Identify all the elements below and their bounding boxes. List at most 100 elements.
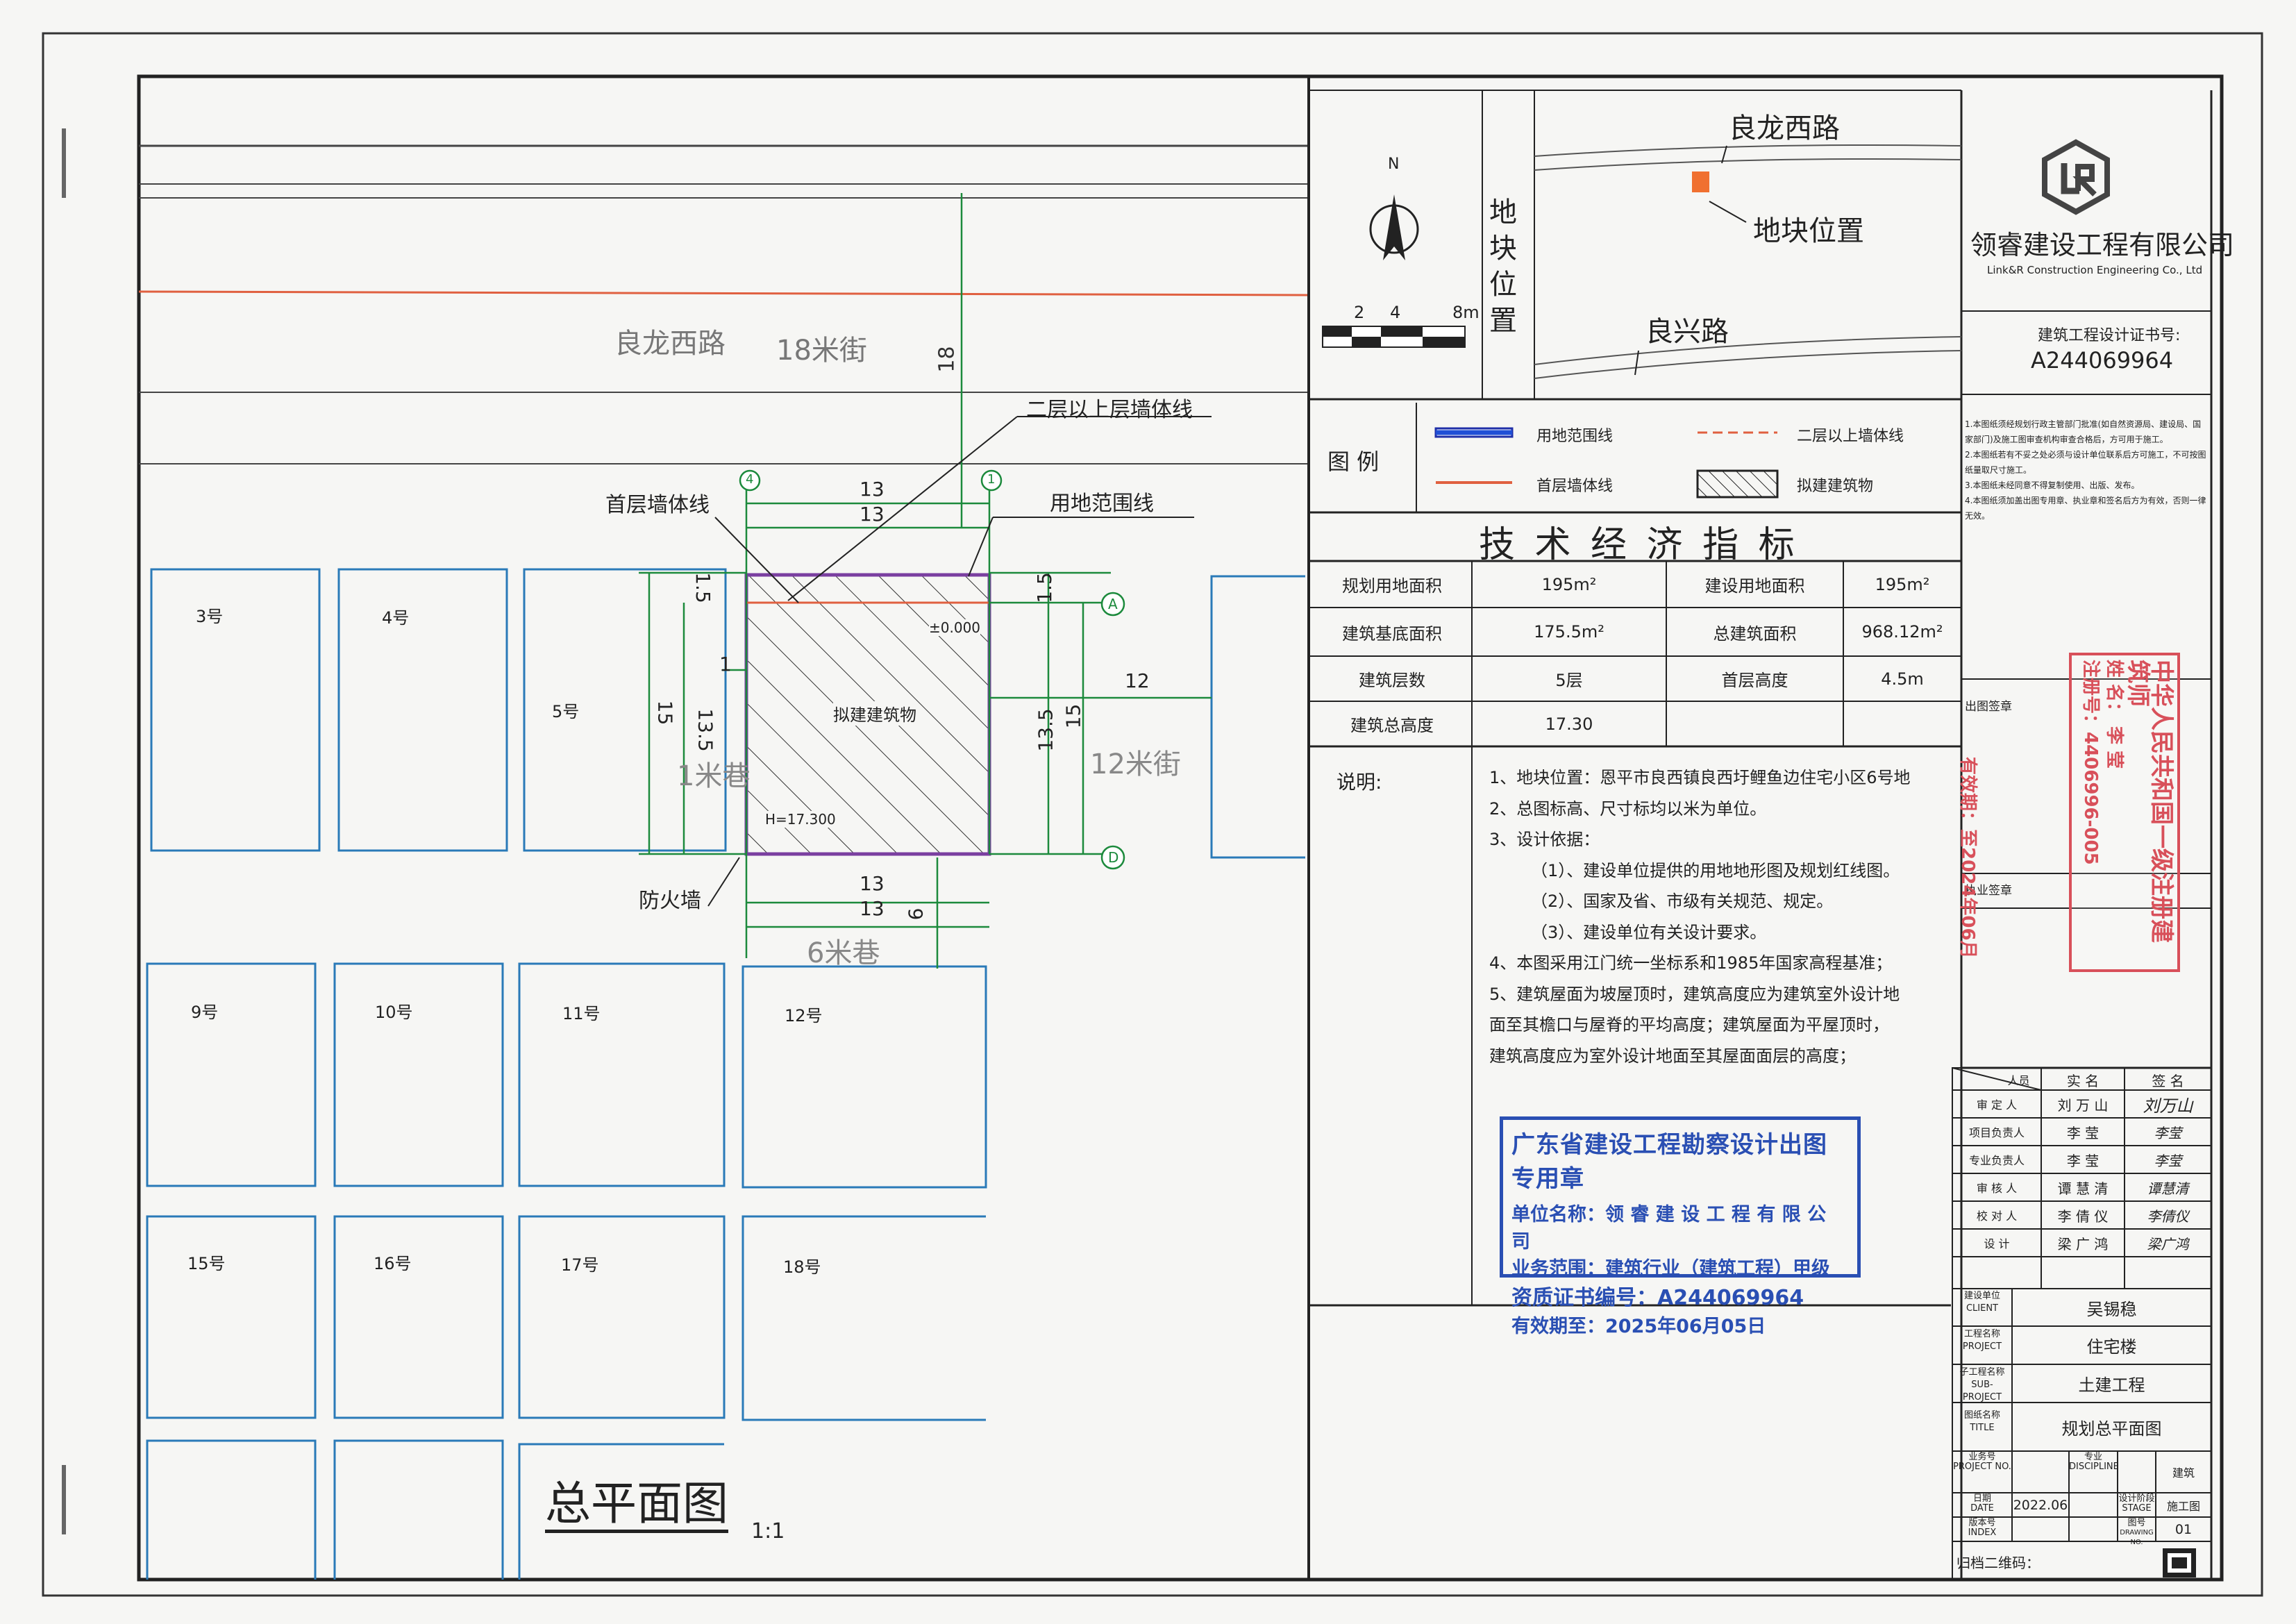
- scale-label: 4: [1390, 303, 1401, 322]
- lane-6m-label: 6米巷: [807, 937, 880, 969]
- site-boundary-label: 用地范围线: [1050, 492, 1154, 516]
- tb-client-label-block: 建设单位 CLIENT: [1963, 1291, 2000, 1314]
- dim-bottom-6: 6: [904, 907, 928, 921]
- tb-projno-label: 业务号 PROJECT NO.: [1953, 1452, 2011, 1472]
- dim-18: 18: [935, 346, 960, 373]
- sig-realname: 李 莹: [2066, 1124, 2100, 1141]
- tech-cell: 175.5m²: [1534, 622, 1604, 642]
- building-height: H=17.300: [765, 811, 836, 828]
- location-road-2: 良兴路: [1645, 316, 1729, 348]
- lot-label: 11号: [562, 1004, 601, 1023]
- tech-cell: 规划用地面积: [1342, 576, 1442, 596]
- tb-stage: 施工图: [2166, 1499, 2200, 1513]
- axis-D: D: [1108, 849, 1119, 866]
- design-seal-stamp: 广东省建设工程勘察设计出图专用章 单位名称：领 睿 建 设 工 程 有 限 公 …: [1500, 1116, 1861, 1337]
- legend-title: 图 例: [1327, 449, 1380, 475]
- sig-realname: 刘 万 山: [2057, 1096, 2109, 1114]
- sig-signature: 李莹: [2154, 1124, 2182, 1141]
- lot-label: 9号: [191, 1003, 219, 1022]
- sig-signature: 梁广鸿: [2147, 1235, 2189, 1253]
- axis-A: A: [1108, 596, 1118, 612]
- tech-cell: 总建筑面积: [1713, 623, 1797, 644]
- dim-left-1: 1: [719, 653, 732, 676]
- lot-label: 5号: [552, 702, 580, 721]
- ground-wall-label: 首层墙体线: [605, 493, 710, 517]
- architect-stamp-validity: 有效期：至2024年06月: [1957, 757, 1978, 959]
- company-notes: 1.本图纸须经规划行政主管部门批准(如自然资源局、建设局、国家部门)及施工图审查…: [1965, 419, 2206, 521]
- legend-item: 拟建建筑物: [1797, 478, 1874, 495]
- building-label: 拟建建筑物: [833, 701, 916, 726]
- tech-cell: 5层: [1555, 671, 1583, 690]
- legend-item: 首层墙体线: [1536, 478, 1614, 495]
- tech-cell: 195m²: [1875, 574, 1930, 594]
- tb-project-label-block: 工程名称 PROJECT: [1962, 1329, 2002, 1352]
- tech-cell: 4.5m: [1881, 669, 1924, 689]
- practice-stamp-label: 执业签章: [1965, 884, 2012, 898]
- elevation-zero: ±0.000: [929, 619, 981, 636]
- tech-cell: 968.12m²: [1861, 622, 1943, 642]
- tb-dwg-label: 图号 DRAWING NO.: [2120, 1518, 2154, 1547]
- street-12m-label: 12米街: [1090, 748, 1181, 780]
- tb-disc-label: 专业 DISCIPLINE: [2069, 1452, 2119, 1472]
- location-road-1: 良龙西路: [1729, 112, 1840, 144]
- dim-top-1: 13: [860, 478, 885, 501]
- tb-subproject: 土建工程: [2078, 1375, 2145, 1395]
- sig-realname: 李 倩 仪: [2057, 1207, 2109, 1225]
- dim-bottom-2: 13: [860, 897, 885, 920]
- tb-sub-label-block: 子工程名称 SUB-PROJECT: [1959, 1367, 2005, 1403]
- street-width-label: 18米街: [776, 335, 867, 367]
- lot-label: 15号: [187, 1254, 226, 1273]
- tech-cell: 建筑总高度: [1350, 716, 1434, 735]
- lot-label: 12号: [785, 1006, 823, 1026]
- sig-header: 人员: [2007, 1074, 2030, 1087]
- sig-signature: 谭慧清: [2147, 1180, 2189, 1197]
- tech-cell: 建设用地面积: [1704, 576, 1805, 596]
- tech-table-title: 技 术 经 济 指 标: [1479, 524, 1799, 566]
- sig-realname: 李 莹: [2066, 1152, 2100, 1169]
- notes-list: 1、地块位置：恩平市良西镇良西圩鲤鱼边住宅小区6号地 2、总图标高、尺寸标均以米…: [1489, 768, 1911, 1066]
- sig-role: 项目负责人: [1968, 1126, 2025, 1139]
- dim-top-2: 13: [860, 503, 885, 526]
- tech-cell: 195m²: [1541, 574, 1597, 594]
- sig-header: 签 名: [2152, 1072, 2184, 1089]
- location-marker-label: 地块位置: [1753, 215, 1864, 247]
- north-label: N: [1388, 156, 1400, 173]
- tb-date-label: 日期 DATE: [1970, 1493, 1994, 1514]
- tb-drawing-no: 01: [2175, 1521, 2193, 1537]
- cert-label: 建筑工程设计证书号:: [2038, 327, 2181, 344]
- tech-cell: 建筑层数: [1359, 671, 1425, 690]
- lot-label: 18号: [783, 1257, 821, 1277]
- sig-role: 审 核 人: [1976, 1182, 2018, 1195]
- dim-right-1-5: 1.5: [1032, 572, 1056, 603]
- sig-signature: 刘万山: [2143, 1096, 2193, 1116]
- tb-stage-label: 设计阶段 STAGE: [2118, 1493, 2155, 1514]
- dim-left-1-5: 1.5: [691, 572, 714, 603]
- drawing-title: 总平面图: [545, 1478, 728, 1533]
- qr-code-icon: [2163, 1548, 2196, 1577]
- lot-label: 10号: [375, 1003, 413, 1022]
- tech-cell: 首层高度: [1721, 671, 1788, 690]
- tb-index-label: 版本号 INDEX: [1968, 1518, 1997, 1538]
- lot-label: 3号: [196, 607, 224, 626]
- dim-right-15: 15: [1062, 703, 1085, 729]
- sig-role: 专业负责人: [1968, 1154, 2025, 1167]
- company-name-en: Link&R Construction Engineering Co., Ltd: [1987, 264, 2203, 276]
- dim-right-12: 12: [1125, 669, 1150, 692]
- location-vertical-title: 地 块 位 置: [1489, 196, 1517, 337]
- sig-realname: 谭 慧 清: [2057, 1180, 2109, 1197]
- cert-number: A244069964: [2031, 347, 2174, 374]
- tech-cell: 17.30: [1545, 714, 1593, 734]
- tb-client: 吴锡稳: [2086, 1299, 2137, 1319]
- scale-label: 2: [1354, 303, 1365, 322]
- notes-label: 说明:: [1336, 771, 1382, 794]
- dim-left-15: 15: [653, 700, 677, 726]
- architect-stamp: 中华人民共和国一级注册建筑师 姓 名： 李 莹 注册号：4406996-005: [2069, 653, 2180, 972]
- company-name: 领睿建设工程有限公司: [1970, 230, 2235, 260]
- tb-date: 2022.06: [2013, 1497, 2068, 1513]
- lot-label: 17号: [561, 1255, 599, 1275]
- issue-stamp-label: 出图签章: [1965, 700, 2012, 714]
- tb-title: 规划总平面图: [2061, 1418, 2162, 1439]
- dim-left-13-5: 13.5: [694, 708, 717, 752]
- sig-signature: 李莹: [2154, 1152, 2182, 1169]
- sig-realname: 梁 广 鸿: [2057, 1235, 2109, 1253]
